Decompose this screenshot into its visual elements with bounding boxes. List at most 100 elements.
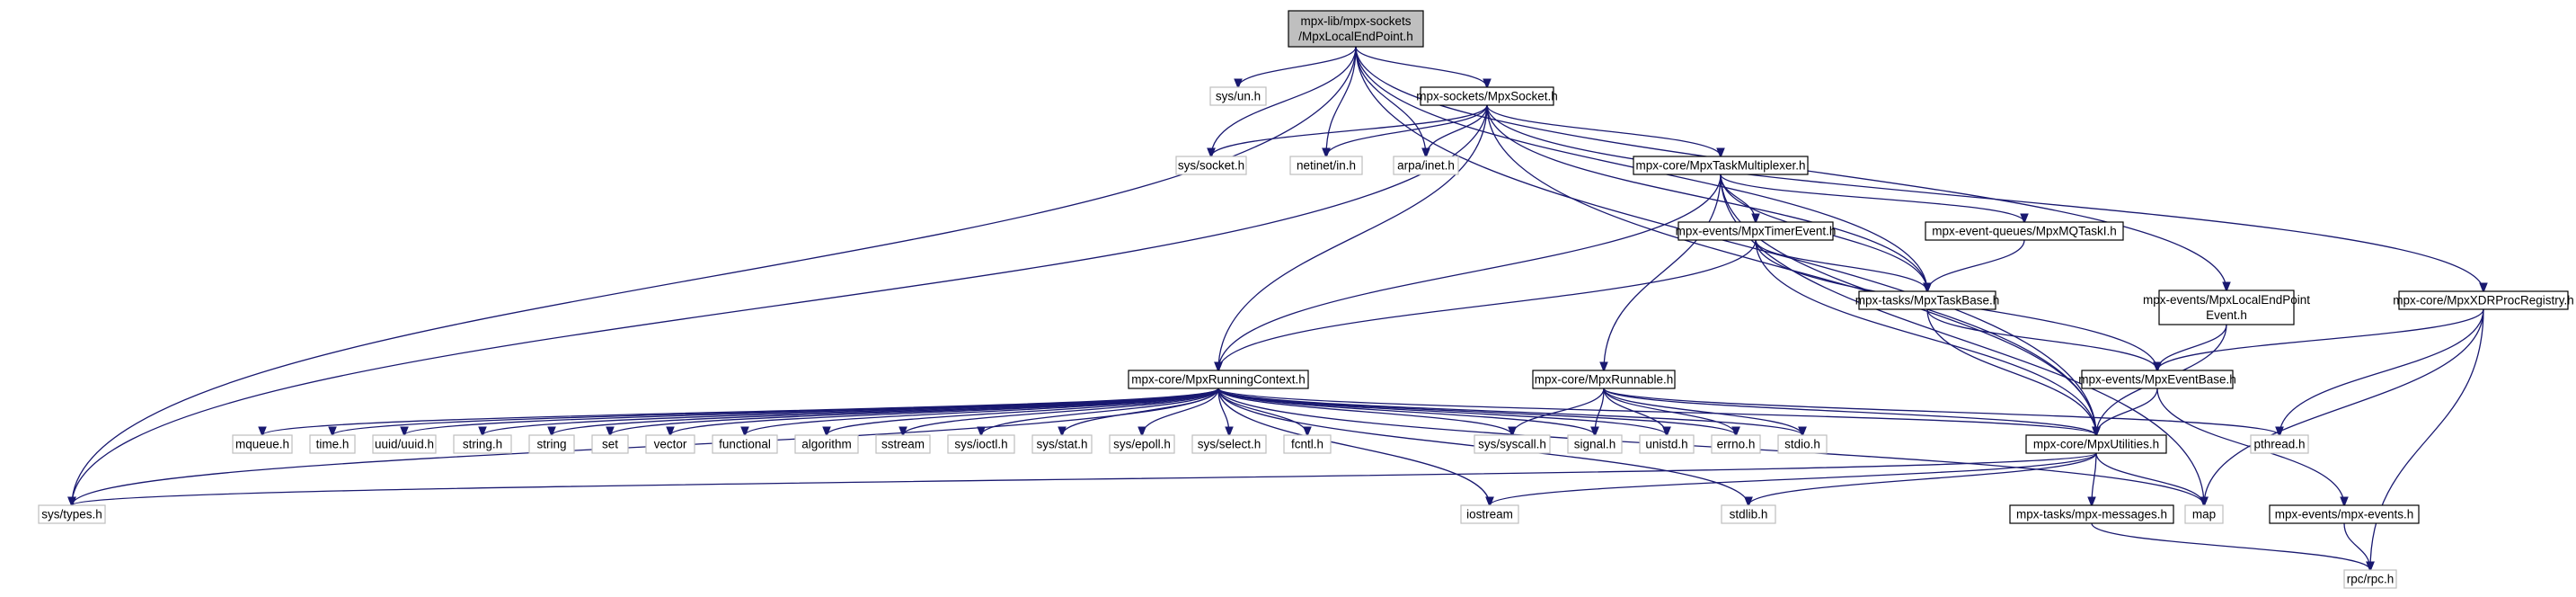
edge-mpx_socket-to-running_ctx: [1218, 104, 1488, 370]
edge-xdr_registry-to-pthread: [2279, 308, 2484, 435]
node-box: [794, 434, 859, 454]
edge-local_ep_event-to-event_base: [2157, 324, 2227, 370]
node-arpa-inet: arpa/inet.h: [1393, 156, 1459, 175]
node-mpx-events[interactable]: mpx-events/mpx-events.h: [2269, 504, 2420, 524]
edge-running_ctx-to-time: [332, 388, 1219, 435]
node-event-base[interactable]: mpx-events/MpxEventBase.h: [2078, 370, 2236, 389]
edge-running_ctx-to-string_h: [482, 388, 1219, 435]
node-box: [2398, 290, 2569, 310]
node-label: sys/stat.h: [1036, 438, 1087, 451]
node-label: /MpxLocalEndPoint.h: [1298, 30, 1413, 43]
node-label: uuid/uuid.h: [375, 438, 434, 451]
edge-runnable-to-syscall: [1512, 388, 1605, 435]
edge-runnable-to-signal: [1595, 388, 1605, 435]
node-string: string: [528, 434, 575, 454]
edge-root-to-sys_types: [72, 46, 1357, 505]
edge-root-to-arpa_inet: [1355, 46, 1426, 156]
node-iostream: iostream: [1460, 504, 1519, 524]
edge-running_ctx-to-unistd: [1217, 388, 1667, 435]
dependency-edges: [72, 46, 2484, 570]
edge-running_ctx-to-mqueue: [262, 388, 1219, 435]
node-label: sys/syscall.h: [1478, 438, 1546, 451]
node-mpx-socket[interactable]: mpx-sockets/MpxSocket.h: [1416, 86, 1558, 106]
node-box: [2269, 504, 2420, 524]
edge-timer_event-to-utilities: [1755, 239, 2096, 435]
node-box: [2081, 370, 2234, 389]
node-label: errno.h: [1717, 438, 1756, 451]
edge-xdr_registry-to-map: [2204, 308, 2484, 505]
edge-mpx_socket-to-sys_socket: [1211, 104, 1488, 156]
node-label: mpx-events/MpxEventBase.h: [2078, 373, 2236, 387]
edge-task_mux-to-running_ctx: [1218, 174, 1722, 370]
edge-running_ctx-to-algorithm: [827, 388, 1219, 435]
node-label: sys/types.h: [41, 508, 102, 521]
edge-running_ctx-to-iostream: [1217, 388, 1490, 505]
node-unistd: unistd.h: [1639, 434, 1695, 454]
node-stat: sys/stat.h: [1031, 434, 1093, 454]
edge-mq_taskl-to-task_base: [1927, 239, 2025, 291]
node-label: arpa/inet.h: [1397, 159, 1455, 173]
node-algorithm: algorithm: [794, 434, 859, 454]
node-label: mpx-core/MpxRunningContext.h: [1131, 373, 1306, 387]
node-box: [1677, 221, 1834, 241]
node-box: [1567, 434, 1623, 454]
node-sstream: sstream: [875, 434, 931, 454]
node-label: signal.h: [1574, 438, 1616, 451]
node-label: mpx-tasks/MpxTaskBase.h: [1855, 294, 2000, 307]
node-box: [875, 434, 931, 454]
node-box: [1109, 434, 1175, 454]
node-runnable[interactable]: mpx-core/MpxRunnable.h: [1532, 370, 1676, 389]
edge-running_ctx-to-stat: [1062, 388, 1219, 435]
node-box: [1711, 434, 1761, 454]
node-mq-taskl[interactable]: mpx-event-queues/MpxMQTaskI.h: [1925, 221, 2124, 241]
edge-mpx_events-to-rpc: [2343, 522, 2370, 570]
node-set: set: [591, 434, 629, 454]
node-label: mpx-events/MpxLocalEndPoint: [2143, 293, 2310, 307]
node-epoll: sys/epoll.h: [1109, 434, 1175, 454]
node-utilities[interactable]: mpx-core/MpxUtilities.h: [2025, 434, 2167, 454]
node-signal: signal.h: [1567, 434, 1623, 454]
node-label: time.h: [316, 438, 350, 451]
node-stdlib: stdlib.h: [1721, 504, 1776, 524]
node-syscall: sys/syscall.h: [1474, 434, 1551, 454]
node-running-ctx[interactable]: mpx-core/MpxRunningContext.h: [1128, 370, 1309, 389]
node-label: unistd.h: [1645, 438, 1687, 451]
node-timer-event[interactable]: mpx-events/MpxTimerEvent.h: [1676, 221, 1837, 241]
edge-runnable-to-unistd: [1603, 388, 1667, 435]
edge-running_ctx-to-syscall: [1217, 388, 1512, 435]
edge-utilities-to-messages: [2092, 452, 2097, 505]
edge-timer_event-to-task_base: [1755, 239, 1927, 291]
node-label: mpx-tasks/mpx-messages.h: [2016, 508, 2167, 521]
node-box: [1532, 370, 1676, 389]
node-task-base[interactable]: mpx-tasks/MpxTaskBase.h: [1855, 290, 2000, 310]
node-label: rpc/rpc.h: [2347, 573, 2395, 586]
node-box: [1633, 156, 1809, 175]
node-map: map: [2184, 504, 2224, 524]
node-box: [232, 434, 293, 454]
edge-root-to-sys_socket: [1211, 46, 1357, 156]
node-label: mpx-events/mpx-events.h: [2275, 508, 2414, 521]
node-box: [1777, 434, 1828, 454]
node-box: [38, 504, 106, 524]
node-label: sys/un.h: [1216, 90, 1261, 103]
edge-running_ctx-to-utilities: [1217, 388, 2096, 435]
edge-mpx_socket-to-arpa_inet: [1426, 104, 1488, 156]
node-uuid: uuid/uuid.h: [372, 434, 437, 454]
edge-utilities-to-iostream: [1490, 452, 2097, 505]
node-messages[interactable]: mpx-tasks/mpx-messages.h: [2009, 504, 2174, 524]
node-task-mux[interactable]: mpx-core/MpxTaskMultiplexer.h: [1633, 156, 1809, 175]
node-label: functional: [719, 438, 771, 451]
node-label: stdio.h: [1784, 438, 1820, 451]
edge-running_ctx-to-stdio: [1217, 388, 1802, 435]
node-label: sstream: [881, 438, 925, 451]
node-string-h: string.h: [453, 434, 512, 454]
edge-task_base-to-event_base: [1926, 308, 2157, 370]
node-xdr-registry[interactable]: mpx-core/MpxXDRProcRegistry.h: [2393, 290, 2574, 310]
node-box: [2025, 434, 2167, 454]
node-box: [1031, 434, 1093, 454]
node-vector: vector: [645, 434, 695, 454]
node-box: [1420, 86, 1554, 106]
edge-mpx_socket-to-task_base: [1486, 104, 1927, 291]
